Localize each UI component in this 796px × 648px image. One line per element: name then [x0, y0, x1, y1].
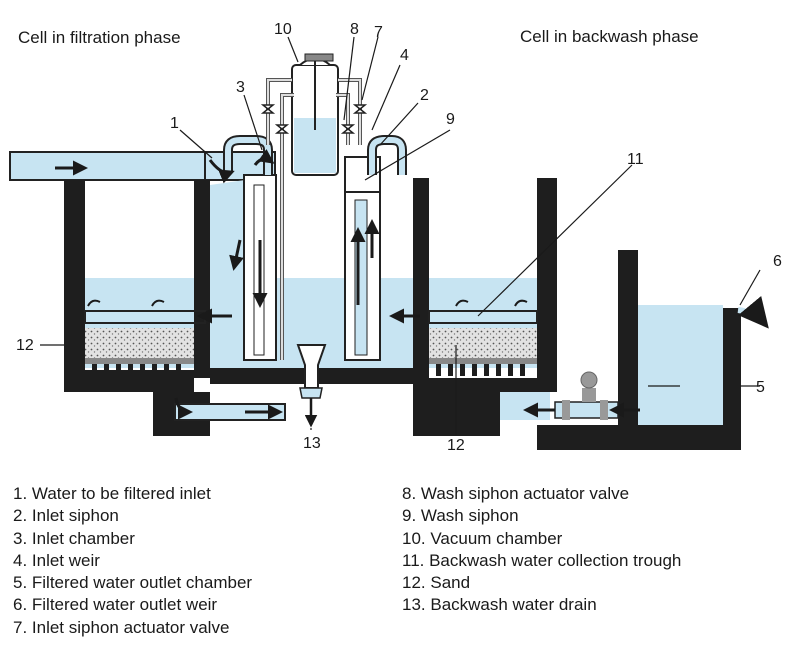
- siphon-filter-diagram: 1 2 3 4 5 6 7 8 9 10 11 12 12 13: [9, 21, 782, 454]
- callout-9: 9: [446, 111, 455, 128]
- legend-item: 2. Inlet siphon: [13, 506, 119, 526]
- underdrain-left: [85, 358, 194, 364]
- flow-arrows: [55, 148, 640, 420]
- callout-8: 8: [350, 21, 359, 38]
- legend-item: 5. Filtered water outlet chamber: [13, 573, 253, 593]
- callout-7: 7: [374, 24, 383, 41]
- sand-layer-right: [429, 328, 537, 358]
- callout-6: 6: [773, 253, 782, 270]
- left-outer-wall: [64, 180, 85, 370]
- legend-left: 1. Water to be filtered inlet 2. Inlet s…: [13, 483, 252, 639]
- nozzles-right: [436, 364, 525, 376]
- legend-item: 8. Wash siphon actuator valve: [402, 484, 630, 503]
- backwash-phase-title: Cell in backwash phase: [520, 27, 699, 46]
- callout-2: 2: [420, 87, 429, 104]
- outlet-pipe: [174, 403, 286, 421]
- legend-item: 4. Inlet weir: [13, 550, 100, 570]
- filtration-phase-title: Cell in filtration phase: [18, 28, 181, 47]
- left-inner-wall: [194, 180, 210, 378]
- callout-12-right: 12: [447, 437, 465, 454]
- legend-right: 8. Wash siphon actuator valve 9. Wash si…: [402, 483, 681, 617]
- valve-icons: [260, 104, 368, 134]
- right-floor: [413, 368, 557, 436]
- right-outer-wall: [537, 178, 557, 368]
- legend-item: 7. Inlet siphon actuator valve: [13, 617, 230, 637]
- legend-item: 11. Backwash water collection trough: [402, 550, 682, 570]
- outlet-chamber-floor: [537, 425, 741, 450]
- callout-13: 13: [303, 435, 321, 452]
- backwash-valve-icon: [562, 371, 608, 420]
- callout-numbers: 1 2 3 4 5 6 7 8 9 10 11 12 12 13: [16, 21, 782, 454]
- left-floor: [64, 370, 210, 436]
- callout-4: 4: [400, 47, 409, 64]
- legend-item: 3. Inlet chamber: [13, 528, 135, 548]
- inlet-falling-water: [210, 180, 245, 278]
- outlet-chamber-left-wall: [618, 250, 638, 450]
- legend-item: 10. Vacuum chamber: [402, 528, 563, 548]
- sand-layer-left: [85, 328, 194, 358]
- callout-1: 1: [170, 115, 179, 132]
- outlet-chamber-water: [638, 305, 723, 425]
- underdrain-right: [429, 358, 537, 364]
- callout-12-left: 12: [16, 337, 34, 354]
- legend-item: 6. Filtered water outlet weir: [13, 595, 218, 615]
- callout-10: 10: [274, 21, 292, 38]
- vacuum-valve-handle: [304, 53, 334, 62]
- legend-item: 9. Wash siphon: [402, 506, 519, 526]
- right-inner-wall: [413, 178, 429, 378]
- leader-lines: [40, 36, 761, 435]
- callout-3: 3: [236, 79, 245, 96]
- legend-item: 12. Sand: [402, 573, 471, 593]
- legend-item: 1. Water to be filtered inlet: [13, 484, 211, 503]
- outlet-weir-flow: [737, 295, 769, 329]
- outlet-weir-wall: [723, 308, 741, 450]
- callout-11: 11: [627, 151, 644, 168]
- inlet-channel-water: [9, 151, 206, 181]
- callout-5: 5: [756, 379, 765, 396]
- legend-item: 13. Backwash water drain: [402, 595, 597, 615]
- backwash-cell: [413, 178, 769, 450]
